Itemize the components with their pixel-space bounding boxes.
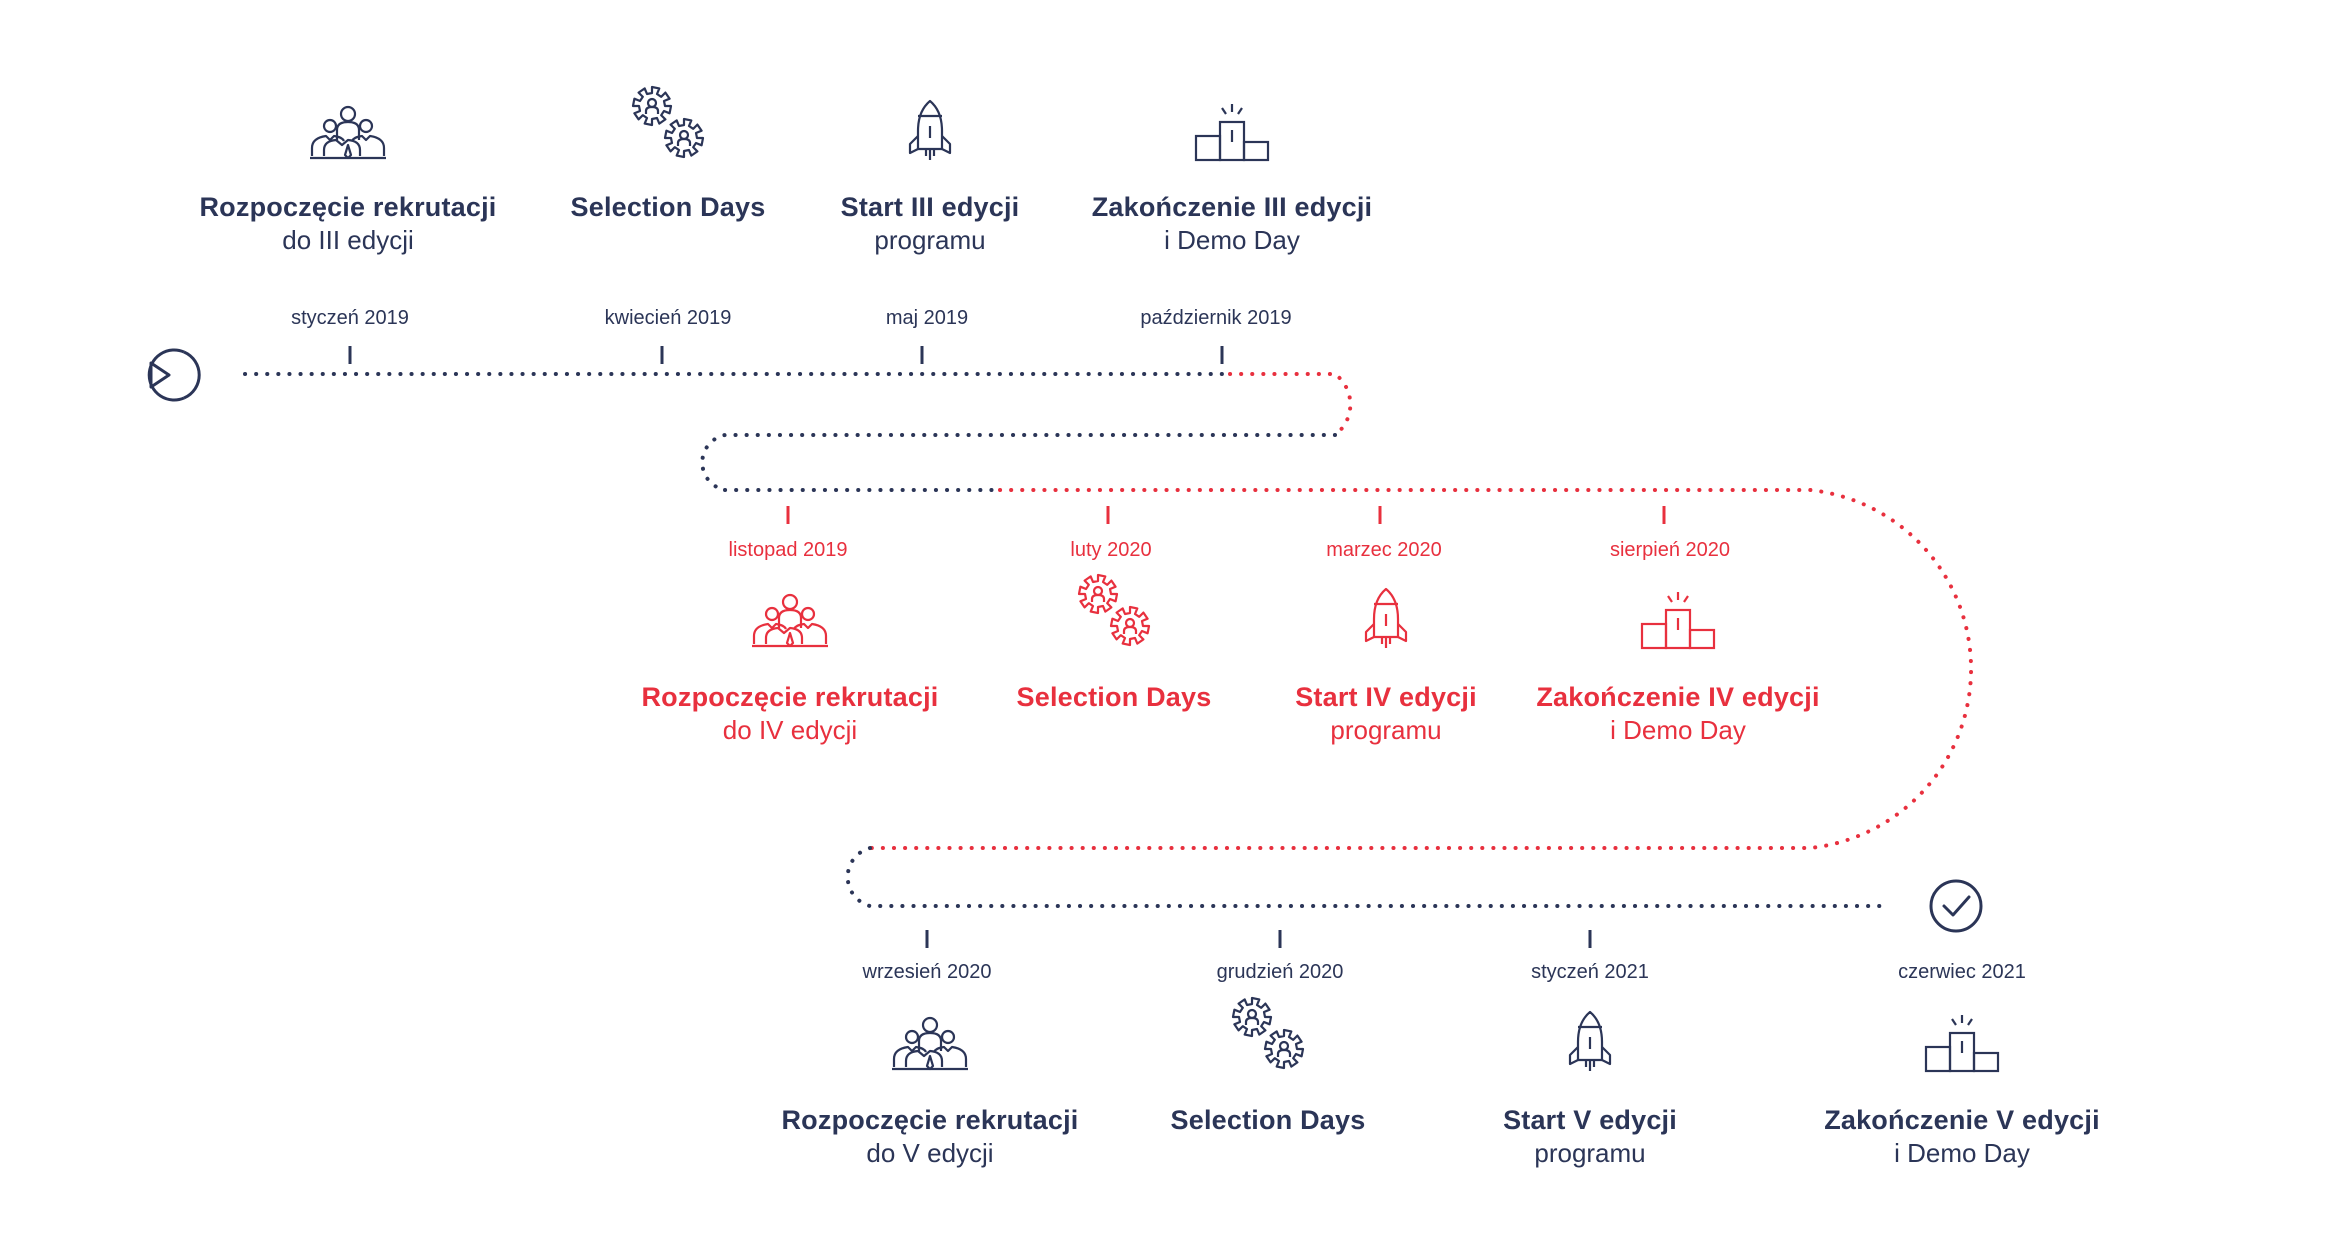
event-title: Zakończenie IV edycji [1536,682,1820,712]
date-label: luty 2020 [1070,539,1152,561]
event-end-4: Zakończenie IV edycji i Demo Day [1488,572,1868,746]
event-subtitle: i Demo Day [1894,1138,2030,1168]
date-label: sierpień 2020 [1609,539,1731,561]
event-title: Zakończenie III edycji [1091,192,1373,222]
gears-icon [924,572,1304,652]
event-subtitle: programu [874,225,986,255]
event-recruitment-4: Rozpoczęcie rekrutacji do IV edycji [600,572,980,746]
event-subtitle: programu [1330,715,1442,745]
event-recruitment-3: Rozpoczęcie rekrutacji do III edycji [158,84,538,256]
rocket-icon [1196,572,1576,652]
event-title: Start III edycji [840,192,1020,222]
date-label: wrzesień 2020 [862,961,992,983]
date-label: styczeń 2021 [1531,961,1649,983]
event-selection-4: Selection Days [924,572,1304,714]
date-label: październik 2019 [1140,307,1292,329]
timeline-curve2 [700,433,1337,492]
date-label: grudzień 2020 [1216,961,1344,983]
timeline-curve1 [1228,372,1353,437]
event-start-4: Start IV edycji programu [1196,572,1576,746]
event-subtitle: i Demo Day [1610,715,1746,745]
date-label: czerwiec 2021 [1898,961,2026,983]
event-subtitle: i Demo Day [1164,225,1300,255]
play-icon [147,348,201,402]
gears-icon [1078,995,1458,1075]
event-title: Selection Days [570,192,766,222]
podium-icon [1042,84,1422,164]
event-subtitle: programu [1534,1138,1646,1168]
event-selection-5: Selection Days [1078,995,1458,1137]
podium-icon [1772,995,2152,1075]
check-circle-icon [1929,879,1983,933]
event-subtitle: do V edycji [866,1138,994,1168]
timeline-row3 [845,846,1892,908]
event-end-5: Zakończenie V edycji i Demo Day [1772,995,2152,1169]
timeline-row2 [868,488,1974,850]
team-icon [158,84,538,164]
event-title: Rozpoczęcie rekrutacji [199,192,497,222]
event-start-5: Start V edycji programu [1400,995,1780,1169]
team-icon [740,995,1120,1075]
event-title: Zakończenie V edycji [1824,1105,2100,1135]
event-subtitle: do III edycji [282,225,414,255]
date-label: styczeń 2019 [291,307,409,329]
rocket-icon [1400,995,1780,1075]
event-title: Rozpoczęcie rekrutacji [641,682,939,712]
date-label: maj 2019 [885,307,969,329]
date-label: marzec 2020 [1326,539,1442,561]
event-title: Start IV edycji [1295,682,1477,712]
event-subtitle: do IV edycji [722,715,858,745]
event-end-3: Zakończenie III edycji i Demo Day [1042,84,1422,256]
event-title: Start V edycji [1503,1105,1677,1135]
podium-icon [1488,572,1868,652]
event-title: Rozpoczęcie rekrutacji [781,1105,1079,1135]
date-label: kwiecień 2019 [604,307,732,329]
gears-icon [478,84,858,164]
event-selection-3: Selection Days [478,84,858,224]
rocket-icon [740,84,1120,164]
date-label: listopad 2019 [728,539,848,561]
event-start-3: Start III edycji programu [740,84,1120,256]
team-icon [600,572,980,652]
event-title: Selection Days [1170,1105,1366,1135]
event-recruitment-5: Rozpoczęcie rekrutacji do V edycji [740,995,1120,1169]
event-title: Selection Days [1016,682,1212,712]
